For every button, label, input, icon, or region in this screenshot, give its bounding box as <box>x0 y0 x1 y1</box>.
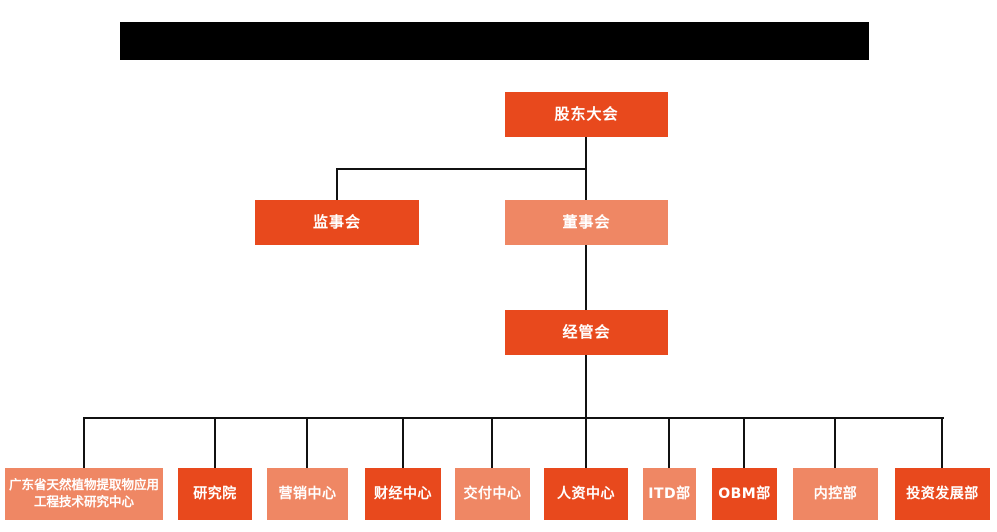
connector-drop-dept-6 <box>668 417 670 469</box>
node-dept-research-institute: 研究院 <box>178 468 252 520</box>
connector-drop-dept-0 <box>83 417 85 469</box>
connector-management-bus <box>585 355 587 418</box>
node-supervisory-board: 监事会 <box>255 200 419 245</box>
connector-drop-dept-9 <box>941 417 943 469</box>
node-dept-internal-control: 内控部 <box>793 468 878 520</box>
node-board-of-directors: 董事会 <box>505 200 668 245</box>
node-dept-obm: OBM部 <box>712 468 777 520</box>
connector-supervisory-vertical <box>336 168 338 201</box>
redacted-title-bar <box>120 22 869 60</box>
node-dept-investment-development: 投资发展部 <box>895 468 990 520</box>
connector-drop-dept-3 <box>402 417 404 469</box>
connector-drop-dept-8 <box>834 417 836 469</box>
node-dept-research-center: 广东省天然植物提取物应用工程技术研究中心 <box>5 468 163 520</box>
node-dept-itd: ITD部 <box>643 468 696 520</box>
node-dept-hr-center: 人资中心 <box>544 468 628 520</box>
node-dept-marketing-center: 营销中心 <box>267 468 348 520</box>
node-management-committee: 经管会 <box>505 310 668 355</box>
connector-drop-dept-4 <box>491 417 493 469</box>
node-shareholders-meeting: 股东大会 <box>505 92 668 137</box>
node-dept-finance-center: 财经中心 <box>365 468 441 520</box>
connector-drop-dept-2 <box>306 417 308 469</box>
connector-drop-dept-5 <box>585 417 587 469</box>
connector-departments-bus <box>83 417 944 419</box>
node-dept-delivery-center: 交付中心 <box>455 468 530 520</box>
connector-drop-dept-1 <box>214 417 216 469</box>
connector-level2-horizontal <box>336 168 587 170</box>
connector-board-management <box>585 245 587 311</box>
connector-drop-dept-7 <box>743 417 745 469</box>
